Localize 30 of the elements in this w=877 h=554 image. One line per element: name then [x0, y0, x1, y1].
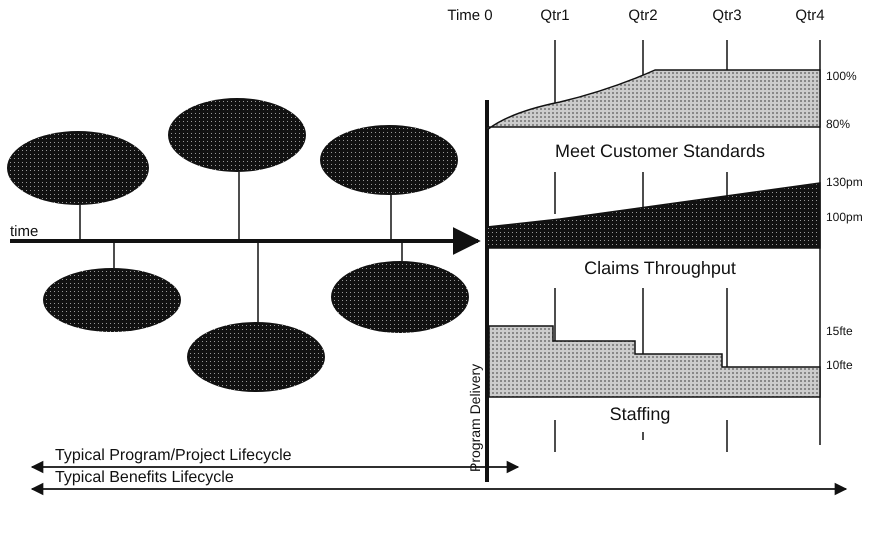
ellipse-shape: [6, 130, 150, 206]
connector-line: [257, 243, 259, 322]
rotated-label: Program Delivery: [468, 364, 482, 472]
band-title: Claims Throughput: [584, 259, 736, 277]
value-label: 10fte: [826, 359, 853, 371]
band-title: Meet Customer Standards: [554, 142, 766, 160]
lifecycle-label: Typical Benefits Lifecycle: [55, 470, 234, 486]
axis-label: Qtr3: [712, 8, 742, 23]
axis-label: Time 0: [447, 8, 493, 23]
connector-line: [79, 205, 81, 239]
axis-label: time: [10, 224, 38, 239]
ellipse-shape: [42, 267, 182, 333]
value-label: 100pm: [826, 211, 863, 223]
connector-line: [113, 243, 115, 268]
band-title: Staffing: [610, 405, 670, 423]
axis-label: Qtr2: [628, 8, 658, 23]
ellipse-shape: [167, 97, 307, 173]
ellipse-shape: [186, 321, 326, 393]
value-label: 80%: [826, 118, 850, 130]
axis-label: Qtr4: [795, 8, 825, 23]
lifecycle-label: Typical Program/Project Lifecycle: [55, 448, 292, 464]
connector-line: [238, 172, 240, 239]
connector-line: [401, 243, 403, 261]
ellipse-shape: [330, 260, 470, 334]
value-label: 130pm: [826, 176, 863, 188]
value-label: 15fte: [826, 325, 853, 337]
connector-line: [390, 195, 392, 239]
value-label: 100%: [826, 70, 857, 82]
ellipse-shape: [319, 124, 459, 196]
axis-label: Qtr1: [540, 8, 570, 23]
